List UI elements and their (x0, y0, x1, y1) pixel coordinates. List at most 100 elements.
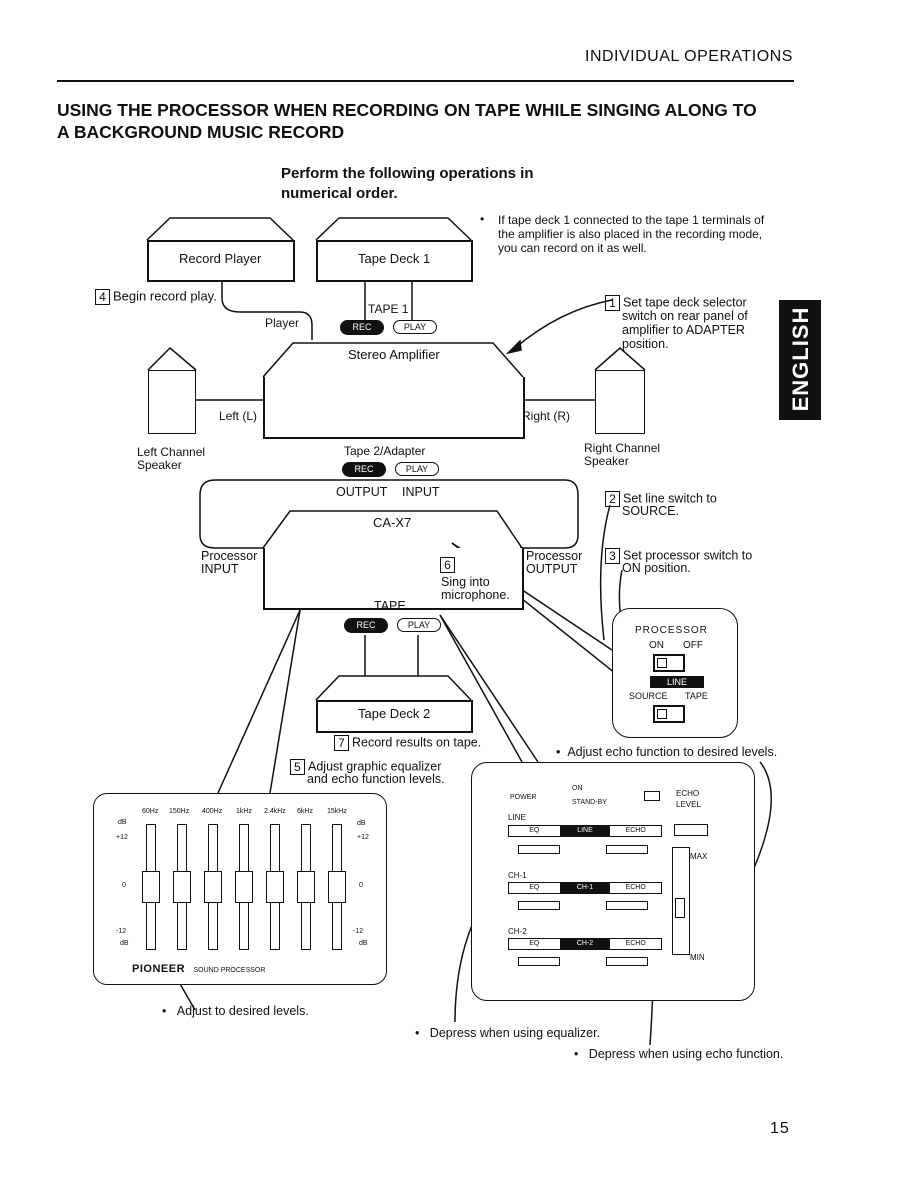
line-row: EQ LINE ECHO (508, 825, 662, 837)
power-standby-label: STAND-BY (572, 799, 607, 806)
eq-slider-2[interactable] (173, 824, 191, 950)
processor-switch[interactable] (653, 654, 685, 672)
pioneer-logo: PIONEER SOUND PROCESSOR (132, 959, 265, 977)
header-rule (57, 80, 794, 82)
left-channel-label2: Speaker (137, 458, 182, 472)
step-1-line1: Set tape deck selector (623, 295, 747, 310)
ch1-ch1-button[interactable]: CH-1 (559, 883, 611, 893)
switch-panel: PROCESSOR ON OFF LINE SOURCE TAPE (612, 608, 738, 738)
line-group-label: LINE (508, 813, 526, 822)
section-header: INDIVIDUAL OPERATIONS (585, 48, 793, 65)
tape-deck-1-label: Tape Deck 1 (358, 251, 431, 266)
ch2-echo-fader[interactable] (606, 957, 648, 966)
eq-slider-knob (328, 871, 346, 903)
depress-echo-note: • Depress when using echo function. (574, 1047, 784, 1061)
sing-label: Sing into (441, 575, 490, 589)
line-eq-button[interactable]: EQ (529, 827, 540, 834)
eq-freq-60: 60Hz (142, 808, 159, 815)
ch1-eq-button[interactable]: EQ (529, 884, 540, 891)
record-player-box: Record Player (147, 240, 295, 282)
eq-slider-6[interactable] (297, 824, 315, 950)
eq-minus12-right: -12 (353, 928, 364, 935)
processor-input-label2: INPUT (201, 562, 239, 576)
eq-db-right-bottom: dB (359, 940, 368, 947)
tape2-adapter-label: Tape 2/Adapter (344, 444, 426, 458)
output-label: OUTPUT (336, 485, 388, 499)
eq-slider-1[interactable] (142, 824, 160, 950)
tape-terminal-label: TAPE (374, 599, 406, 613)
step-4-number: 4 (95, 289, 110, 305)
ch2-ch2-button[interactable]: CH-2 (559, 939, 611, 949)
step-4-text: Begin record play. (113, 288, 217, 304)
off-label: OFF (683, 640, 703, 651)
page-title: USING THE PROCESSOR WHEN RECORDING ON TA… (57, 100, 757, 120)
power-button[interactable] (644, 791, 660, 801)
step-1-line3: amplifier to ADAPTER (622, 323, 745, 337)
sing-label2: microphone. (441, 588, 510, 602)
adjust-echo-text: Adjust echo function to desired levels. (567, 745, 778, 759)
right-speaker (595, 370, 645, 434)
echo-level-slider[interactable] (672, 847, 690, 955)
tape2-play-button: PLAY (395, 462, 439, 476)
adjust-echo-note: • Adjust echo function to desired levels… (556, 745, 778, 759)
ch2-eq-fader[interactable] (518, 957, 560, 966)
right-output-label: Right (R) (522, 409, 571, 423)
ch1-echo-button[interactable]: ECHO (625, 884, 646, 891)
depress-echo-text: Depress when using echo function. (588, 1047, 784, 1061)
line-echo-button[interactable]: ECHO (625, 827, 646, 834)
step-5-line1: Adjust graphic equalizer (308, 759, 442, 774)
eq-slider-7[interactable] (328, 824, 346, 950)
line-line-button[interactable]: LINE (559, 826, 611, 836)
processor-switch-knob (657, 658, 667, 668)
eq-slider-knob (297, 871, 315, 903)
processor-switch-label: PROCESSOR (635, 625, 708, 636)
eq-slider-3[interactable] (204, 824, 222, 950)
ch2-echo-button[interactable]: ECHO (625, 940, 646, 947)
source-label: SOURCE (629, 691, 668, 701)
graphic-equalizer-panel: 60Hz 150Hz 400Hz 1kHz 2.4kHz 6kHz 15kHz … (93, 793, 387, 985)
pioneer-brand: PIONEER (132, 963, 186, 975)
tape1-terminal-label: TAPE 1 (368, 302, 409, 316)
eq-slider-4[interactable] (235, 824, 253, 950)
adjust-levels-text: Adjust to desired levels. (176, 1004, 309, 1018)
echo-level-label2: LEVEL (676, 800, 701, 809)
ca-x7-label: CA-X7 (373, 515, 412, 530)
right-channel-label2: Speaker (584, 454, 629, 468)
tape-deck-2-box: Tape Deck 2 (316, 700, 473, 733)
page-number: 15 (770, 1120, 790, 1137)
stereo-amplifier-box: Left (L) Right (R) (219, 377, 570, 439)
line-eq-fader[interactable] (518, 845, 560, 854)
line-switch[interactable] (653, 705, 685, 723)
tape1-note-line1: If tape deck 1 connected to the tape 1 t… (498, 213, 765, 227)
ch1-echo-fader[interactable] (606, 901, 648, 910)
tape1-note-bullet: • (480, 212, 485, 226)
line-switch-knob (657, 709, 667, 719)
eq-freq-150: 150Hz (169, 808, 190, 815)
ch2-eq-button[interactable]: EQ (529, 940, 540, 947)
eq-slider-5[interactable] (266, 824, 284, 950)
step-1-line4: position. (622, 337, 669, 351)
pioneer-model: SOUND PROCESSOR (193, 967, 266, 974)
processor-input-label: Processor (201, 549, 258, 563)
left-speaker (148, 370, 196, 434)
eq-plus12-left: +12 (116, 834, 128, 841)
left-channel-label: Left Channel (137, 445, 206, 459)
line-switch-label: LINE (650, 676, 704, 688)
line-echo-fader[interactable] (606, 845, 648, 854)
ch1-row: EQ CH-1 ECHO (508, 882, 662, 894)
echo-panel: POWER ON STAND-BY ECHO LEVEL LINE EQ LIN… (471, 762, 755, 1001)
eq-freq-6k: 6kHz (297, 808, 313, 815)
ch1-eq-fader[interactable] (518, 901, 560, 910)
tape2-rec-button: REC (342, 462, 386, 477)
echo-level-slider-knob (675, 898, 685, 918)
step-2-number: 2 (605, 491, 620, 507)
eq-freq-2-4k: 2.4kHz (264, 808, 286, 815)
step-7-text: Record results on tape. (352, 735, 482, 750)
eq-zero-right: 0 (359, 882, 363, 889)
